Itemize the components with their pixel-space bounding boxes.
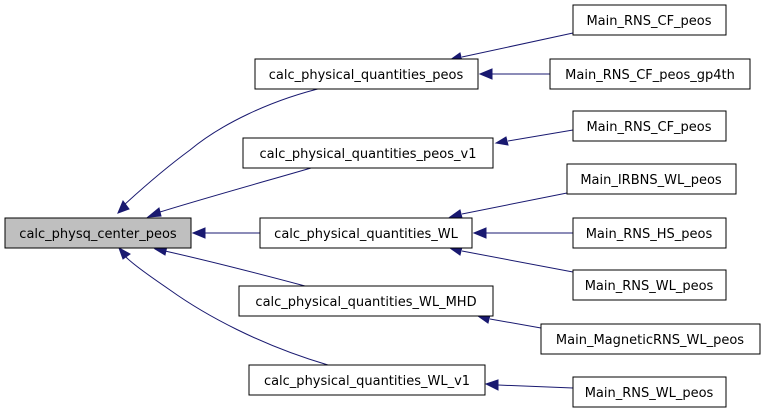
node-box: [549, 58, 751, 90]
node-calc-physical-quantities-peos-v1[interactable]: calc_physical_quantities_peos_v1: [242, 137, 494, 169]
node-label: Main_RNS_WL_peos: [585, 386, 714, 401]
edge-root-peos-v1: [159, 165, 319, 213]
node-box: [572, 376, 727, 408]
node-label: Main_IRBNS_WL_peos: [580, 173, 722, 188]
edge-wl-v1-rns-wl: [497, 384, 574, 389]
edge-root-wl-mhd: [164, 250, 306, 287]
edge-arrow-wl-hs: [472, 227, 487, 239]
node-main-irbns-wl-peos[interactable]: Main_IRBNS_WL_peos: [566, 163, 737, 195]
node-main-rns-cf-peos[interactable]: Main_RNS_CF_peos: [572, 110, 727, 142]
node-box: [566, 163, 737, 195]
node-main-rns-wl-peos[interactable]: Main_RNS_WL_peos: [572, 269, 727, 301]
edge-root-peos: [123, 86, 327, 206]
node-label: Main_RNS_CF_peos: [586, 14, 711, 29]
node-box: [254, 58, 479, 90]
node-label: Main_RNS_HS_peos: [586, 227, 713, 242]
node-main-rns-cf-peos[interactable]: Main_RNS_CF_peos: [572, 4, 727, 36]
node-box: [572, 217, 727, 249]
node-box: [572, 110, 727, 142]
node-main-magneticrns-wl-peos[interactable]: Main_MagneticRNS_WL_peos: [540, 323, 761, 355]
edge-arrow-root-peos-v1: [146, 207, 162, 218]
node-label: Main_RNS_CF_peos: [586, 120, 711, 135]
edge-wl-mhd-magnetic: [489, 318, 542, 329]
node-label: Main_RNS_WL_peos: [585, 279, 714, 294]
node-label: calc_physical_quantities_WL_MHD: [255, 295, 476, 310]
node-label: calc_physical_quantities_WL_v1: [264, 374, 470, 389]
node-root-label: calc_physq_center_peos: [19, 227, 177, 242]
edge-arrow-root-wl: [191, 227, 206, 239]
node-calc-physical-quantities-wl-mhd[interactable]: calc_physical_quantities_WL_MHD: [238, 285, 494, 317]
node-label: calc_physical_quantities_peos_v1: [260, 147, 477, 162]
node-root[interactable]: calc_physq_center_peos: [4, 217, 192, 249]
node-label: calc_physical_quantities_peos: [269, 68, 464, 83]
node-box: [572, 269, 727, 301]
node-main-rns-wl-peos[interactable]: Main_RNS_WL_peos: [572, 376, 727, 408]
edge-peos-v1-cf: [507, 129, 574, 142]
edge-arrow-wl-v1-rns-wl: [484, 379, 499, 391]
node-label: Main_RNS_CF_peos_gp4th: [565, 68, 735, 83]
node-box: [540, 323, 761, 355]
node-box: [259, 217, 473, 249]
node-root-box: [4, 217, 192, 249]
edge-arrow-peos-v1-cf: [494, 136, 509, 146]
node-box: [238, 285, 494, 317]
node-box: [572, 4, 727, 36]
node-calc-physical-quantities-wl-v1[interactable]: calc_physical_quantities_WL_v1: [248, 364, 486, 396]
edge-wl-rns-wl: [461, 250, 574, 273]
node-main-rns-cf-peos-gp4th[interactable]: Main_RNS_CF_peos_gp4th: [549, 58, 751, 90]
node-box: [242, 137, 494, 169]
edge-peos-cf: [461, 32, 574, 58]
node-main-rns-hs-peos[interactable]: Main_RNS_HS_peos: [572, 217, 727, 249]
edge-arrow-wl-irbns: [448, 209, 463, 219]
edge-root-wl-v1: [124, 255, 329, 366]
node-box: [248, 364, 486, 396]
node-label: Main_MagneticRNS_WL_peos: [556, 333, 744, 348]
edge-arrow-root-peos: [117, 200, 130, 214]
node-label: calc_physical_quantities_WL: [274, 227, 458, 242]
edge-arrow-peos-gp4th: [478, 68, 493, 80]
edge-arrow-root-wl-v1: [118, 246, 131, 260]
node-calc-physical-quantities-peos[interactable]: calc_physical_quantities_peos: [254, 58, 479, 90]
node-calc-physical-quantities-wl[interactable]: calc_physical_quantities_WL: [259, 217, 473, 249]
edge-wl-irbns: [461, 192, 568, 215]
